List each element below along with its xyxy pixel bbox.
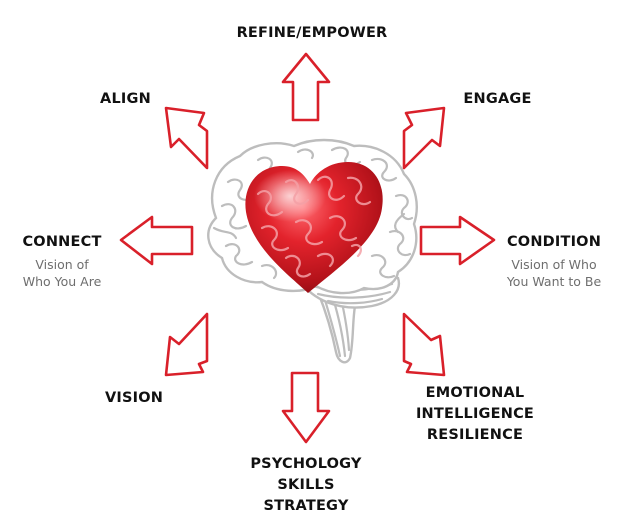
sublabel-condition-line2: You Want to Be bbox=[506, 274, 602, 289]
sublabel-connect-line2: Who You Are bbox=[22, 274, 102, 289]
heart-icon bbox=[245, 162, 383, 293]
label-emotional: EMOTIONAL bbox=[425, 385, 525, 401]
arrow-up-left-icon bbox=[164, 106, 209, 170]
label-connect: CONNECT bbox=[22, 234, 102, 250]
arrow-left-icon bbox=[119, 215, 194, 266]
sublabel-condition-line1: Vision of Who bbox=[511, 257, 597, 272]
arrow-down-left-icon bbox=[164, 312, 209, 377]
label-resilience: RESILIENCE bbox=[426, 427, 524, 443]
label-intelligence: INTELLIGENCE bbox=[415, 406, 535, 422]
arrow-down-right-icon bbox=[402, 312, 446, 377]
arrow-up-right-icon bbox=[402, 106, 446, 170]
label-condition: CONDITION bbox=[506, 234, 602, 250]
label-vision: VISION bbox=[104, 390, 164, 406]
label-align: ALIGN bbox=[100, 91, 151, 107]
arrow-down-icon bbox=[281, 371, 331, 444]
sublabel-connect-line1: Vision of bbox=[35, 257, 89, 272]
label-skills: SKILLS bbox=[277, 477, 335, 493]
arrow-up-icon bbox=[281, 52, 331, 122]
label-engage: ENGAGE bbox=[463, 91, 532, 107]
arrow-right-icon bbox=[419, 215, 496, 266]
label-psychology: PSYCHOLOGY bbox=[250, 456, 362, 472]
label-strategy: STRATEGY bbox=[263, 498, 349, 514]
label-refine-empower: REFINE/EMPOWER bbox=[236, 25, 388, 41]
